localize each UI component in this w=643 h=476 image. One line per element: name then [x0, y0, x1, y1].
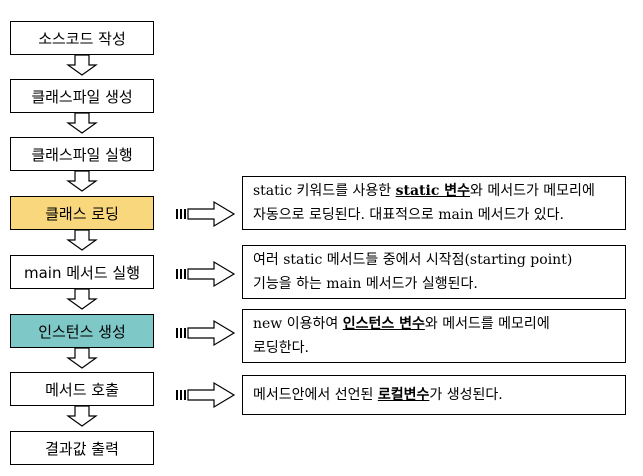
note-emphasis: 로컬변수	[377, 387, 430, 403]
step-class-file-create: 클래스파일 생성	[10, 79, 154, 113]
note-line: 메서드안에서 선언된 로컬변수가 생성된다.	[253, 378, 615, 412]
note-class-loading: static 키워드를 사용한 static 변수와 메서드가 메모리에 자동으…	[242, 176, 626, 230]
down-arrow-icon	[67, 170, 97, 192]
down-arrow-icon	[67, 288, 97, 310]
step-class-file-run: 클래스파일 실행	[10, 137, 154, 171]
step-instance-create: 인스턴스 생성	[10, 314, 154, 348]
down-arrow-icon	[67, 54, 97, 76]
note-text: new 이용하여	[253, 316, 339, 332]
step-source-code: 소스코드 작성	[10, 21, 154, 55]
note-method-call: 메서드안에서 선언된 로컬변수가 생성된다.	[242, 375, 626, 415]
note-text: 메서드안에서 선언된	[253, 387, 374, 403]
note-text: 와 메서드가 메모리에	[470, 183, 595, 199]
note-text: 와 메서드를 메모리에	[424, 316, 550, 332]
step-main-method: main 메서드 실행	[10, 255, 154, 289]
note-emphasis: 인스턴스 변수	[342, 316, 425, 332]
note-line: 로딩한다.	[253, 340, 309, 356]
right-arrow-icon	[175, 320, 235, 346]
right-arrow-icon	[175, 201, 235, 227]
down-arrow-icon	[67, 112, 97, 134]
note-line: 기능을 하는 main 메서드가 실행된다.	[253, 276, 478, 292]
note-text: 가 생성된다.	[429, 387, 503, 403]
note-instance: new 이용하여 인스턴스 변수와 메서드를 메모리에 로딩한다.	[242, 309, 626, 363]
note-line: 자동으로 로딩된다. 대표적으로 main 메서드가 있다.	[253, 207, 564, 223]
down-arrow-icon	[67, 229, 97, 251]
down-arrow-icon	[67, 347, 97, 369]
note-line: static 키워드를 사용한 static 변수와 메서드가 메모리에	[253, 179, 615, 203]
note-line: new 이용하여 인스턴스 변수와 메서드를 메모리에	[253, 312, 615, 336]
note-line: 여러 static 메서드들 중에서 시작점(starting point)	[253, 252, 573, 268]
right-arrow-icon	[175, 261, 235, 287]
right-arrow-icon	[175, 382, 235, 408]
note-emphasis: static 변수	[395, 183, 470, 199]
down-arrow-icon	[67, 405, 97, 427]
step-method-call: 메서드 호출	[10, 372, 154, 406]
note-text: static 키워드를 사용한	[253, 183, 392, 199]
step-class-loading: 클래스 로딩	[10, 196, 154, 230]
note-main-method: 여러 static 메서드들 중에서 시작점(starting point) 기…	[242, 245, 626, 299]
step-result-output: 결과값 출력	[10, 431, 154, 465]
